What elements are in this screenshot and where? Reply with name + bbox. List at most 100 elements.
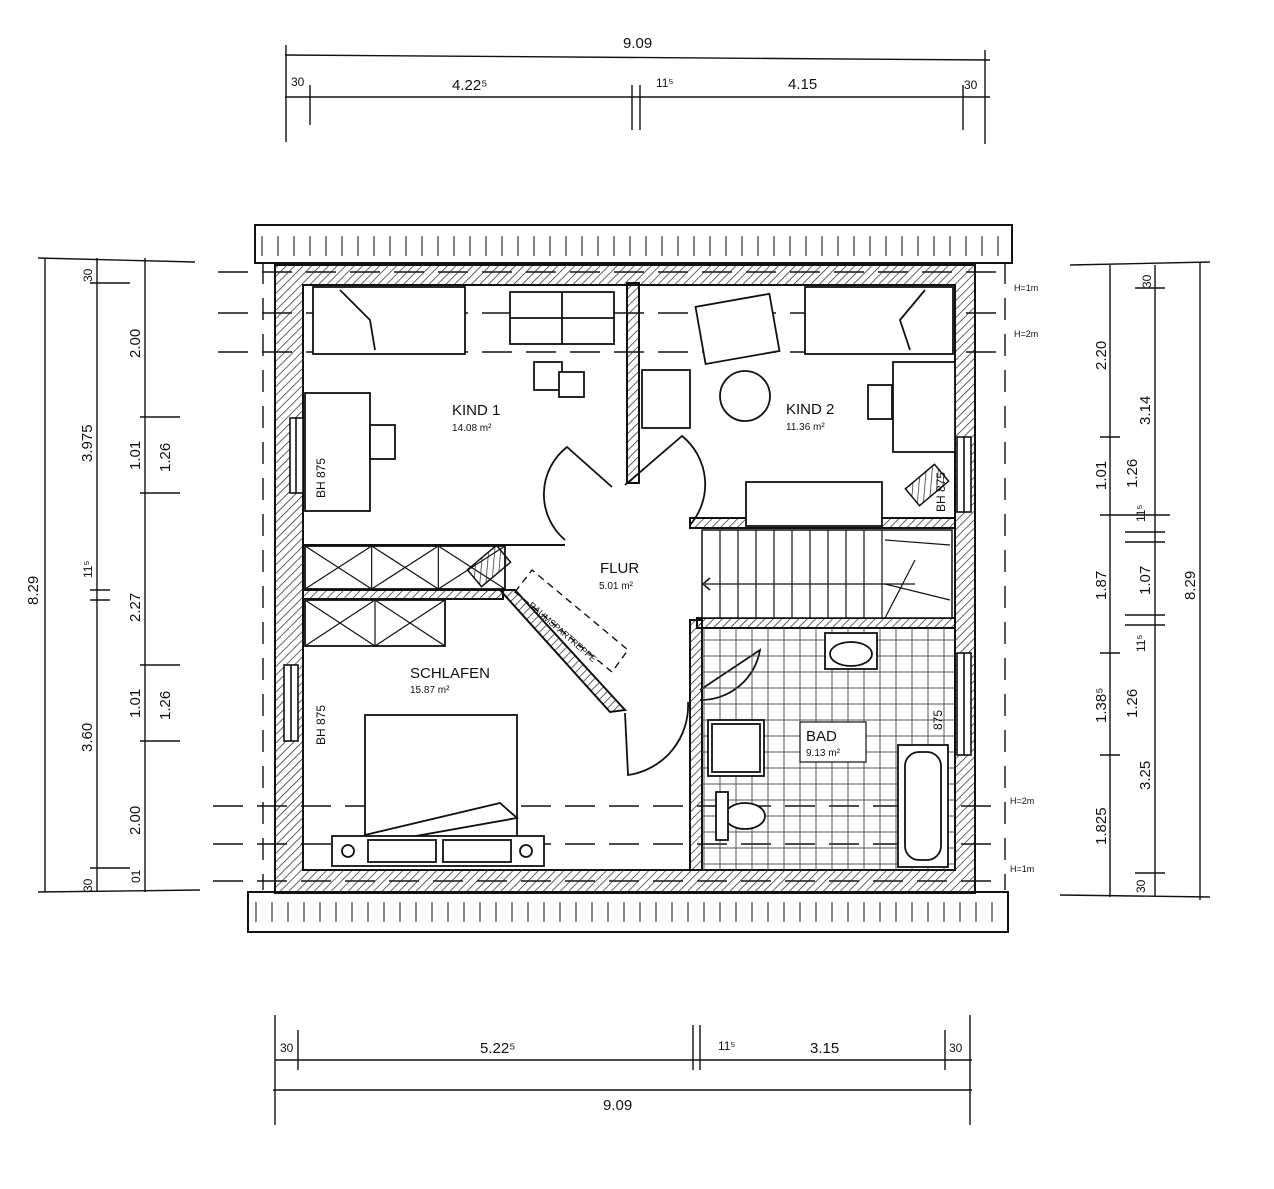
wardrobe-cross: [304, 545, 372, 590]
stool-1: [533, 361, 563, 391]
wardrobe-kind2: [745, 481, 883, 527]
dim-left-c1-mid: 11⁵: [81, 561, 95, 578]
chair-kind1: [369, 424, 396, 460]
lamps: [466, 463, 950, 588]
dim-bottom-seg1: 5.22⁵: [480, 1040, 515, 1057]
stair-winder: [884, 559, 916, 619]
stool-2: [558, 371, 585, 398]
dim-right-c1-3: 1.87: [1093, 571, 1110, 600]
dim-right-c2-5: 3.25: [1137, 761, 1154, 790]
bad-label-box: [799, 721, 867, 763]
eave-side-dashes: [262, 262, 1006, 890]
room-area-schlafen: 15.87 m²: [410, 685, 450, 696]
dim-left-c2-5: 2.00: [127, 806, 144, 835]
dim-left-c1-bottom: 30: [81, 878, 95, 892]
bed-kind2: [804, 286, 954, 355]
dim-left-c3-2: 1.26: [157, 691, 174, 720]
bathroom-fixtures: [707, 632, 949, 868]
cabinet-kind2: [641, 369, 691, 429]
dim-top-right-wall: 30: [964, 78, 978, 92]
dim-left-c3-1: 1.26: [157, 443, 174, 472]
roof-eave-bottom: [247, 891, 1009, 933]
door-kind2: [624, 434, 707, 526]
dim-left-c2-1: 2.00: [127, 329, 144, 358]
toilet: [724, 802, 766, 830]
dim-left-outer: 8.29: [25, 576, 42, 605]
stair-winder: [884, 539, 951, 546]
dim-right-outer: 8.29: [1182, 571, 1199, 600]
dim-right-c3-2: 11⁵: [1134, 505, 1148, 522]
dim-bottom-total: 9.09: [603, 1097, 632, 1114]
dim-left-c1-lower: 3.60: [79, 723, 96, 752]
dim-top-seg2: 4.15: [788, 76, 817, 93]
dim-left-c2-6: 01: [129, 869, 143, 883]
bh-label-bad: 875: [931, 710, 945, 730]
pillow-left: [367, 839, 437, 863]
dim-top-total: 9.09: [623, 35, 652, 52]
dim-bottom-right-wall: 30: [949, 1041, 963, 1055]
height-label-bottom-2m: H=2m: [1010, 796, 1034, 806]
room-name-kind1: KIND 1: [452, 402, 500, 419]
bh-label-schlafen: BH 875: [314, 705, 328, 745]
pillow-right: [442, 839, 512, 863]
bottom-dimensions: [273, 1015, 972, 1125]
room-name-flur: FLUR: [600, 560, 639, 577]
dim-right-c3-3: 11⁵: [1134, 635, 1148, 652]
wardrobe-cross: [304, 599, 376, 647]
dim-right-c1-5: 1.825: [1093, 807, 1110, 845]
stair-winder: [884, 583, 951, 601]
room-area-kind2: 11.36 m²: [786, 422, 825, 433]
dim-right-c2-3: 1.07: [1137, 566, 1154, 595]
dim-right-c1-1: 2.20: [1093, 341, 1110, 370]
dim-left-c2-4: 1.01: [127, 689, 144, 718]
roof-eave-top: [254, 224, 1013, 264]
room-name-schlafen: SCHLAFEN: [410, 665, 490, 682]
top-dimensions: [284, 45, 991, 144]
nightstand-row: [331, 835, 545, 867]
dim-right-c2-4: 1.26: [1124, 689, 1141, 718]
round-table-kind2: [719, 370, 771, 422]
stairs: [701, 529, 953, 619]
room-name-kind2: KIND 2: [786, 401, 834, 418]
dim-top-mid-wall: 11⁵: [656, 76, 673, 90]
desk-kind1: [304, 392, 371, 512]
furniture: [304, 286, 956, 867]
stool-kind2: [867, 384, 893, 420]
right-dimensions: [1059, 261, 1211, 900]
windows: [283, 417, 972, 756]
wardrobe-cross: [374, 599, 446, 647]
bed-kind1: [312, 286, 466, 355]
lamp-left: [341, 844, 355, 858]
dim-left-c2-3: 2.27: [127, 593, 144, 622]
bh-label-kind2: BH 875: [934, 472, 948, 512]
desk-kind2: [892, 361, 956, 453]
dim-top-seg1: 4.22⁵: [452, 77, 487, 94]
dim-right-c1-2: 1.01: [1093, 461, 1110, 490]
dim-bottom-seg2: 3.15: [810, 1040, 839, 1057]
armchair-kind2: [694, 292, 781, 366]
door-flur: [624, 701, 689, 777]
height-label-bottom-1m: H=1m: [1010, 864, 1034, 874]
lamp-right: [519, 844, 533, 858]
dim-right-c3-4: 30: [1134, 879, 1148, 893]
dim-left-c1-top: 30: [81, 268, 95, 282]
dim-right-c2-1: 3.14: [1137, 396, 1154, 425]
dim-right-c3-1: 30: [1140, 274, 1154, 288]
room-area-flur: 5.01 m²: [599, 581, 634, 592]
dim-top-left-wall: 30: [291, 75, 305, 89]
dim-bottom-left-wall: 30: [280, 1041, 294, 1055]
height-label-top-2m: H=2m: [1014, 329, 1038, 339]
dim-right-c1-4: 1.38⁵: [1093, 688, 1110, 723]
dim-bottom-mid-wall: 11⁵: [718, 1039, 735, 1053]
dim-left-c2-2: 1.01: [127, 441, 144, 470]
room-name-bad: BAD: [806, 728, 837, 745]
dim-left-c1-upper: 3.975: [79, 424, 96, 462]
height-label-top-1m: H=1m: [1014, 283, 1038, 293]
left-dimensions: [37, 257, 201, 893]
wardrobe-cross: [371, 545, 439, 590]
dim-right-c2-2: 1.26: [1124, 459, 1141, 488]
room-area-bad: 9.13 m²: [806, 748, 841, 759]
room-labels: KIND 1 14.08 m² KIND 2 11.36 m² FLUR 5.0…: [314, 401, 948, 763]
bh-label-kind1: BH 875: [314, 458, 328, 498]
